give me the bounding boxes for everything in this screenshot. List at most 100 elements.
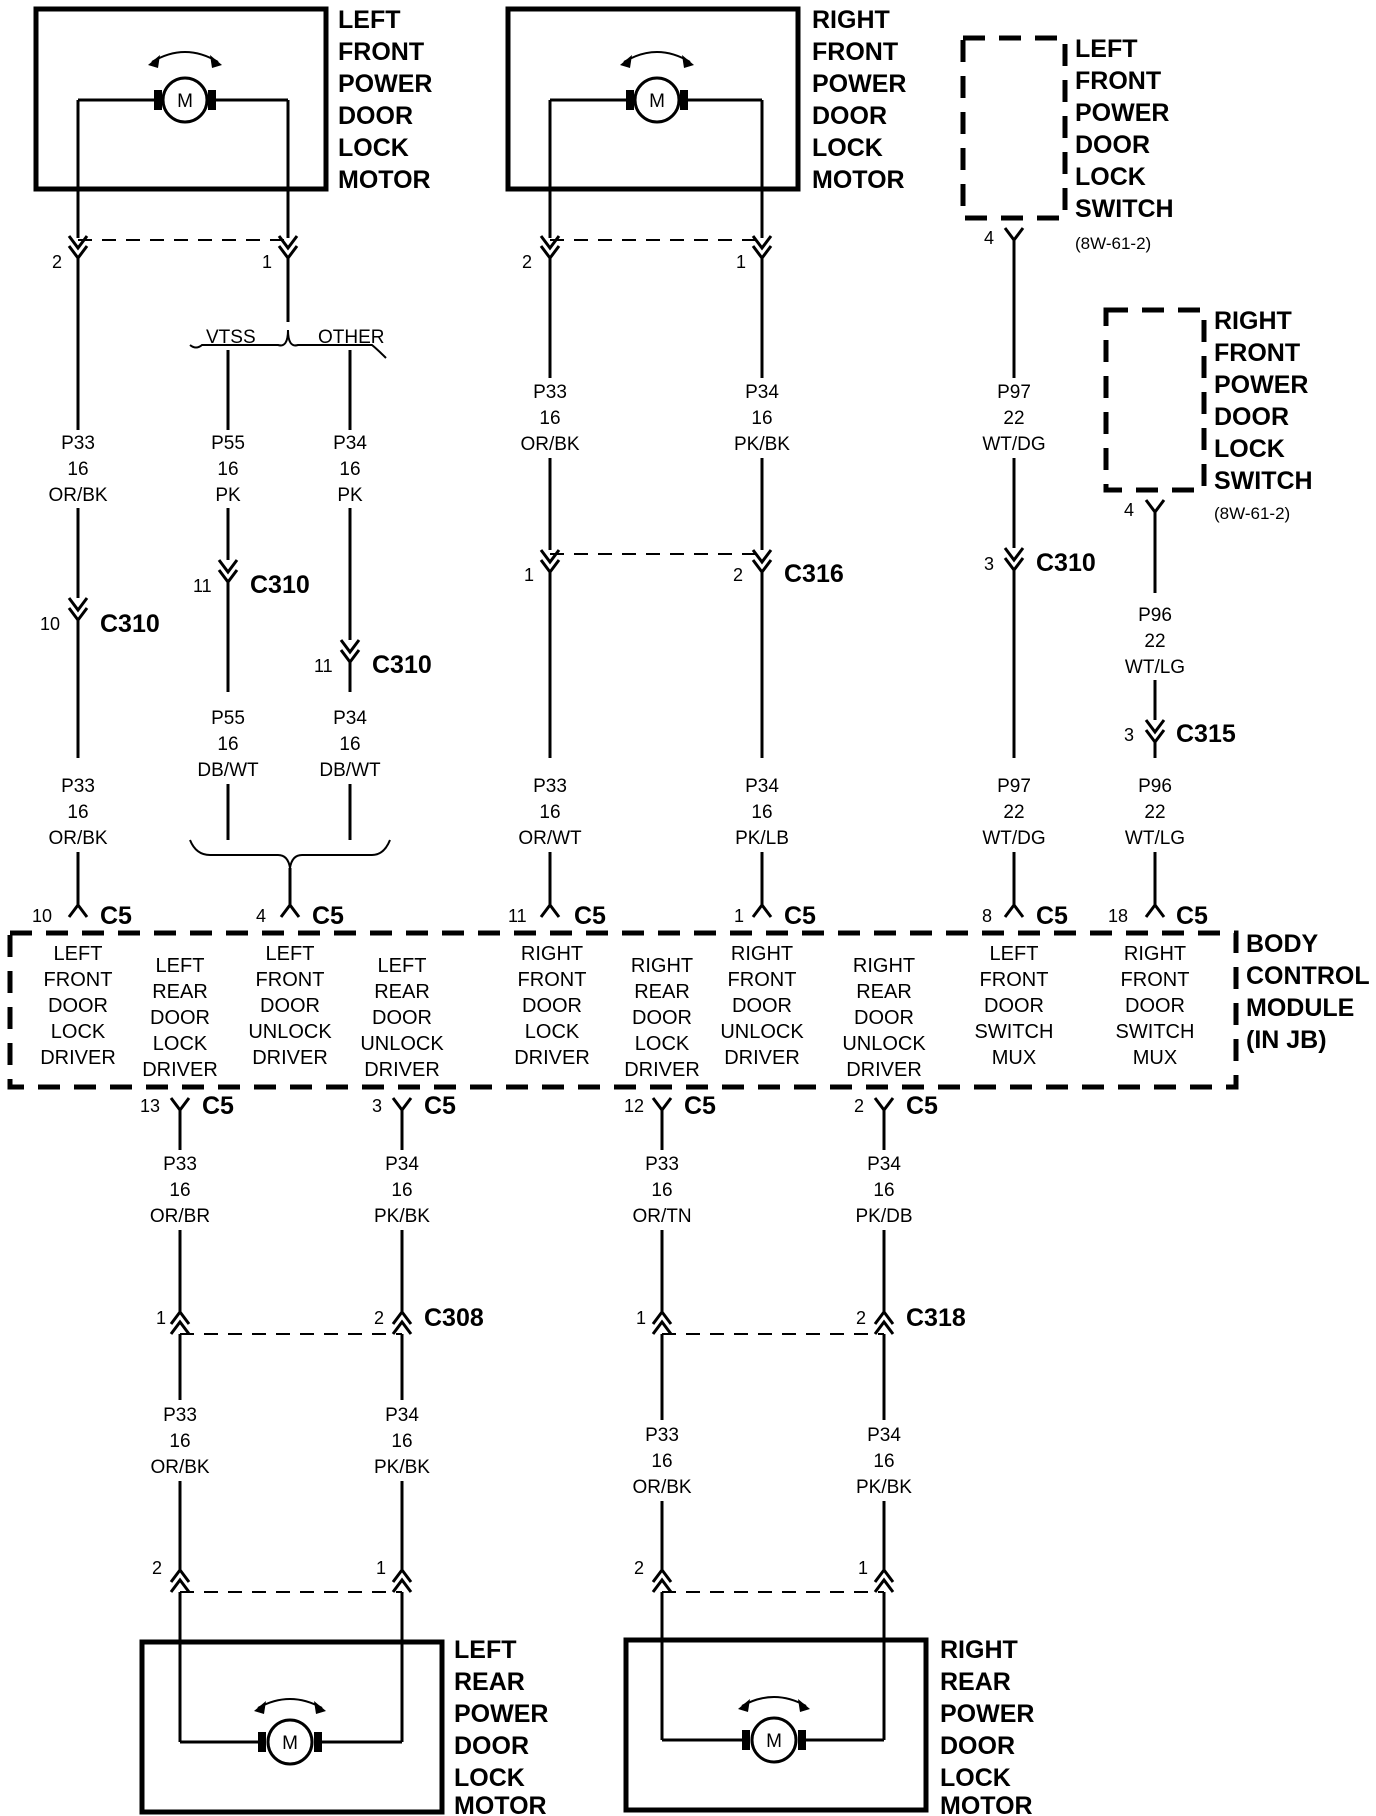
svg-text:LOCK: LOCK bbox=[153, 1033, 208, 1055]
svg-text:REAR: REAR bbox=[152, 981, 208, 1003]
svg-text:LOCK: LOCK bbox=[940, 1764, 1011, 1792]
svg-text:P33: P33 bbox=[61, 776, 95, 797]
svg-text:P34: P34 bbox=[333, 708, 367, 729]
svg-text:FRONT: FRONT bbox=[812, 38, 898, 66]
svg-text:WT/LG: WT/LG bbox=[1125, 657, 1185, 678]
svg-text:OR/BK: OR/BK bbox=[632, 1477, 691, 1498]
wire-label: P97 22 WT/DG bbox=[982, 382, 1045, 455]
svg-text:P33: P33 bbox=[645, 1154, 679, 1175]
svg-text:1: 1 bbox=[736, 252, 746, 272]
svg-text:OR/BK: OR/BK bbox=[48, 485, 107, 506]
svg-text:DRIVER: DRIVER bbox=[364, 1059, 440, 1081]
svg-text:P34: P34 bbox=[745, 382, 779, 403]
svg-text:PK/BK: PK/BK bbox=[734, 434, 790, 455]
bcm-function-left-front-switch-mux: LEFT FRONT DOOR SWITCH MUX bbox=[975, 943, 1054, 1069]
svg-text:16: 16 bbox=[651, 1451, 672, 1472]
wire-label: P33 16 OR/BR P34 16 PK/BK P33 16 OR/TN P… bbox=[150, 1154, 913, 1227]
svg-text:REAR: REAR bbox=[374, 981, 430, 1003]
svg-text:DRIVER: DRIVER bbox=[846, 1059, 922, 1081]
svg-text:SWITCH: SWITCH bbox=[1214, 467, 1313, 495]
svg-text:C5: C5 bbox=[574, 902, 606, 930]
svg-text:UNLOCK: UNLOCK bbox=[720, 1021, 804, 1043]
svg-text:16: 16 bbox=[539, 408, 560, 429]
svg-text:RIGHT: RIGHT bbox=[812, 6, 890, 34]
svg-text:16: 16 bbox=[539, 802, 560, 823]
motor-icon bbox=[750, 1716, 798, 1764]
svg-text:8: 8 bbox=[982, 906, 992, 926]
svg-text:P34: P34 bbox=[867, 1425, 901, 1446]
svg-text:FRONT: FRONT bbox=[1121, 969, 1190, 991]
svg-text:P96: P96 bbox=[1138, 605, 1172, 626]
wire-label: P33 16 OR/BK P34 16 PK/BK P33 16 OR/BK P… bbox=[150, 1405, 912, 1498]
left-front-door-lock-switch: LEFT FRONT POWER DOOR LOCK SWITCH (8W-61… bbox=[960, 35, 1174, 253]
svg-text:1: 1 bbox=[858, 1558, 868, 1578]
svg-text:LEFT: LEFT bbox=[266, 943, 315, 965]
svg-text:C316: C316 bbox=[784, 560, 844, 588]
svg-text:22: 22 bbox=[1003, 802, 1024, 823]
svg-text:DRIVER: DRIVER bbox=[514, 1047, 590, 1069]
bcm-function-right-front-unlock: RIGHT FRONT DOOR UNLOCK DRIVER bbox=[720, 943, 804, 1069]
svg-text:DOOR: DOOR bbox=[940, 1732, 1015, 1760]
svg-text:RIGHT: RIGHT bbox=[521, 943, 583, 965]
wire-label: P97 22 WT/DG bbox=[982, 776, 1045, 849]
svg-text:P55: P55 bbox=[211, 433, 245, 454]
component-label: RIGHT REAR POWER DOOR LOCK MOTOR bbox=[940, 1636, 1034, 1816]
svg-text:DB/WT: DB/WT bbox=[319, 760, 381, 781]
svg-text:10: 10 bbox=[40, 614, 60, 634]
svg-text:BODY: BODY bbox=[1246, 930, 1319, 958]
svg-text:3: 3 bbox=[984, 554, 994, 574]
svg-text:WT/LG: WT/LG bbox=[1125, 828, 1185, 849]
svg-text:MUX: MUX bbox=[1133, 1047, 1177, 1069]
svg-text:OR/BK: OR/BK bbox=[150, 1457, 209, 1478]
svg-text:DRIVER: DRIVER bbox=[40, 1047, 116, 1069]
svg-text:LEFT: LEFT bbox=[454, 1636, 517, 1664]
svg-text:DOOR: DOOR bbox=[812, 102, 887, 130]
svg-text:RIGHT: RIGHT bbox=[731, 943, 793, 965]
bcm-function-left-rear-lock: LEFT REAR DOOR LOCK DRIVER bbox=[142, 955, 218, 1081]
svg-text:16: 16 bbox=[873, 1180, 894, 1201]
wire-label: P96 22 WT/LG bbox=[1125, 605, 1185, 678]
bcm-function-right-front-lock: RIGHT FRONT DOOR LOCK DRIVER bbox=[514, 943, 590, 1069]
svg-text:PK/DB: PK/DB bbox=[855, 1206, 912, 1227]
svg-text:2: 2 bbox=[733, 565, 743, 585]
svg-text:P33: P33 bbox=[163, 1405, 197, 1426]
svg-text:18: 18 bbox=[1108, 906, 1128, 926]
svg-text:UNLOCK: UNLOCK bbox=[360, 1033, 444, 1055]
svg-text:MOTOR: MOTOR bbox=[338, 166, 431, 194]
svg-text:P33: P33 bbox=[533, 382, 567, 403]
svg-text:RIGHT: RIGHT bbox=[1124, 943, 1186, 965]
component-label: RIGHT FRONT POWER DOOR LOCK MOTOR bbox=[812, 6, 906, 194]
svg-text:P34: P34 bbox=[333, 433, 367, 454]
svg-text:4: 4 bbox=[256, 906, 266, 926]
svg-text:PK/BK: PK/BK bbox=[374, 1206, 430, 1227]
svg-text:16: 16 bbox=[751, 408, 772, 429]
motor-icon bbox=[161, 76, 209, 124]
svg-text:16: 16 bbox=[751, 802, 772, 823]
svg-text:22: 22 bbox=[1144, 631, 1165, 652]
svg-text:2: 2 bbox=[634, 1558, 644, 1578]
svg-text:LOCK: LOCK bbox=[454, 1764, 525, 1792]
wire-label: P33 16 OR/BK bbox=[48, 433, 107, 506]
svg-text:M: M bbox=[282, 1733, 298, 1754]
svg-text:SWITCH: SWITCH bbox=[975, 1021, 1054, 1043]
svg-text:22: 22 bbox=[1144, 802, 1165, 823]
svg-text:OR/BR: OR/BR bbox=[150, 1206, 210, 1227]
svg-text:POWER: POWER bbox=[454, 1700, 548, 1728]
wire-label: P55 16 PK P34 16 PK bbox=[211, 433, 367, 506]
svg-text:M: M bbox=[177, 91, 193, 112]
svg-text:1: 1 bbox=[376, 1558, 386, 1578]
motor-icon bbox=[633, 76, 681, 124]
svg-text:P55: P55 bbox=[211, 708, 245, 729]
wire-label: P96 22 WT/LG bbox=[1125, 776, 1185, 849]
svg-text:16: 16 bbox=[169, 1180, 190, 1201]
bcm-function-left-front-lock: LEFT FRONT DOOR LOCK DRIVER bbox=[40, 943, 116, 1069]
svg-text:LOCK: LOCK bbox=[525, 1021, 580, 1043]
svg-text:C5: C5 bbox=[684, 1092, 716, 1120]
svg-text:DRIVER: DRIVER bbox=[142, 1059, 218, 1081]
svg-text:FRONT: FRONT bbox=[1075, 67, 1161, 95]
svg-text:P34: P34 bbox=[385, 1405, 419, 1426]
svg-text:2: 2 bbox=[522, 252, 532, 272]
svg-text:P33: P33 bbox=[533, 776, 567, 797]
component-label: RIGHT FRONT POWER DOOR LOCK SWITCH (8W-6… bbox=[1214, 307, 1313, 523]
svg-text:(8W-61-2): (8W-61-2) bbox=[1075, 234, 1151, 253]
